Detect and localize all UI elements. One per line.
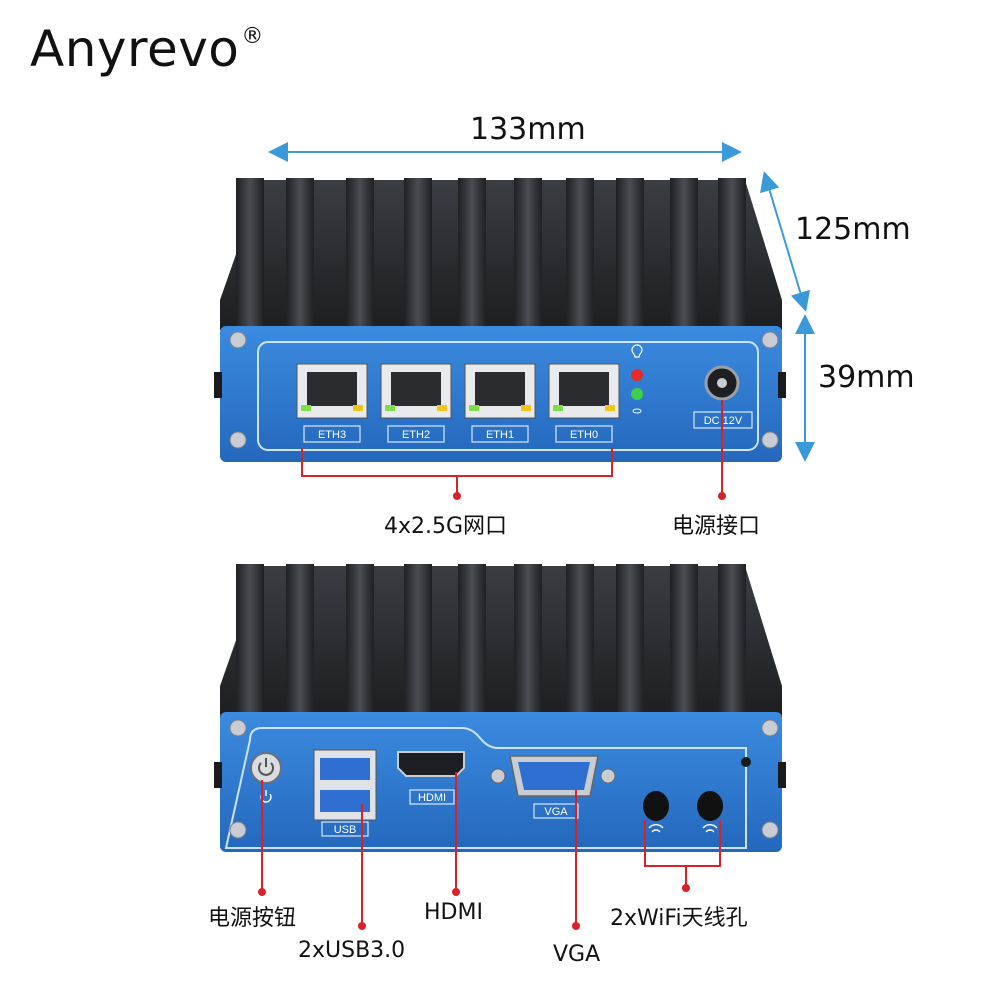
wifi-callout-line (644, 820, 721, 867)
brand-logo: Anyrevo® (30, 20, 264, 78)
front-unit: ETH3 ETH2 ETH1 ETH0 DC 12V (214, 178, 786, 500)
eth0-port-icon (548, 363, 620, 419)
front-heatsink-fins (236, 178, 746, 328)
eth2-port-icon (380, 363, 452, 419)
brand-name: Anyrevo (30, 20, 240, 78)
depth-dimension-label: 125mm (795, 212, 911, 247)
hdmi-callout: HDMI (424, 900, 483, 925)
power-led-icon (631, 369, 643, 381)
vga-port-label: VGA (544, 806, 568, 818)
eth1-label: ETH1 (486, 429, 514, 441)
vga-port-icon (490, 755, 616, 797)
usb-label: USB (334, 824, 357, 836)
hdmi-port-icon (397, 751, 465, 777)
width-dimension-label: 133mm (470, 112, 586, 147)
usb-ports-icon (313, 749, 377, 821)
dc-power-label: DC 12V (704, 415, 743, 427)
activity-led-icon (631, 388, 643, 400)
ethernet-ports (296, 363, 620, 419)
port-labels: ETH3 ETH2 ETH1 ETH0 (303, 425, 613, 443)
registered-mark: ® (241, 24, 264, 49)
usb-callout: 2xUSB3.0 (298, 938, 406, 963)
power-port-callout: 电源接口 (672, 514, 761, 539)
eth2-label: ETH2 (402, 429, 430, 441)
lan-ports-callout: 4x2.5G网口 (384, 514, 508, 539)
status-leds (631, 344, 643, 414)
eth0-label: ETH0 (570, 429, 598, 441)
disk-icon (632, 408, 642, 414)
hdmi-port-label: HDMI (418, 792, 446, 804)
depth-dimension-arrow (760, 171, 810, 312)
height-dimension-label: 39mm (818, 360, 915, 395)
vga-callout: VGA (553, 942, 601, 967)
eth3-port-icon (296, 363, 368, 419)
wifi-antenna-holes-icon (643, 791, 723, 833)
wifi-callout: 2xWiFi天线孔 (610, 906, 748, 931)
eth3-label: ETH3 (318, 429, 346, 441)
rear-unit: USB HDMI VGA (214, 564, 786, 930)
eth1-port-icon (464, 363, 536, 419)
dc-power-jack-icon (704, 365, 740, 401)
rear-heatsink-fins (236, 564, 746, 716)
light-bulb-icon (631, 344, 643, 358)
power-button-callout: 电源按钮 (208, 906, 297, 931)
